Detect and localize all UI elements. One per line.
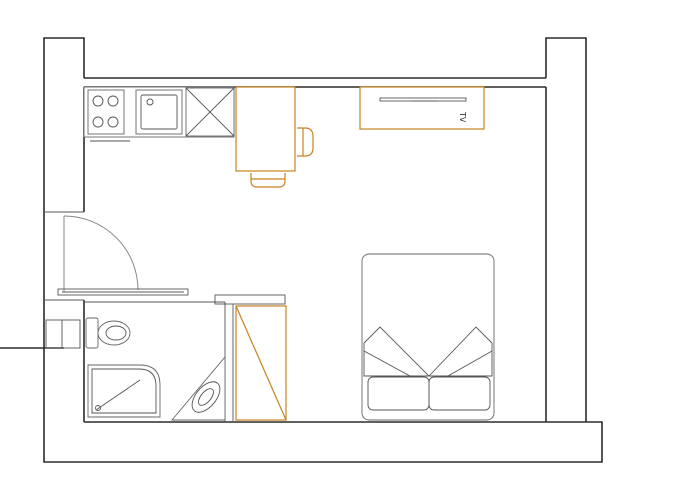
wardrobe-diagonal xyxy=(235,305,287,421)
toilet-cistern xyxy=(85,317,99,349)
chair-bottom xyxy=(250,173,286,188)
utility-box xyxy=(45,319,81,349)
dining-table xyxy=(235,86,296,172)
shower xyxy=(87,364,161,418)
fridge-cross-2 xyxy=(185,87,235,137)
shower-slope xyxy=(95,379,141,411)
double-bed xyxy=(361,253,495,421)
bathroom-sink-counter xyxy=(171,355,226,421)
toilet-seat xyxy=(105,325,127,341)
wardrobe xyxy=(214,294,287,422)
tv-label: TV xyxy=(458,111,467,123)
chair-right xyxy=(297,127,314,157)
bathroom-sink-basin xyxy=(191,381,221,413)
bed-cover-line-left xyxy=(363,350,411,377)
bed-cover-line-right xyxy=(447,350,493,377)
utility-line xyxy=(0,319,81,349)
kitchen-sink-basin xyxy=(140,94,178,130)
bathroom-sink xyxy=(171,355,226,421)
right-wall xyxy=(545,37,587,422)
entrance-door xyxy=(57,215,189,296)
shower-tray-inner xyxy=(91,368,157,414)
shower-drain xyxy=(95,405,101,411)
kitchen-sink-drain xyxy=(146,98,154,106)
bathroom xyxy=(84,301,226,422)
pillow-right xyxy=(428,376,491,411)
kitchen-sink xyxy=(135,89,183,135)
entrance-door-swing xyxy=(63,215,139,291)
wardrobe-top-ledge xyxy=(214,294,286,305)
bed-frame xyxy=(361,253,495,421)
stove xyxy=(87,89,125,135)
bathroom-sink-bowl xyxy=(198,388,214,406)
stove-burner-4 xyxy=(107,116,119,128)
tv-unit: TV xyxy=(359,86,485,130)
entrance-door-frame xyxy=(57,288,189,296)
tv-cabinet xyxy=(359,86,485,130)
toilet-bowl xyxy=(97,320,131,346)
bed-cover-fold-right xyxy=(427,326,493,377)
wardrobe-body xyxy=(235,305,287,421)
kitchenette xyxy=(83,86,235,142)
left-wall xyxy=(43,37,603,463)
stove-burner-3 xyxy=(92,116,104,128)
stove-burner-1 xyxy=(92,95,104,107)
toilet xyxy=(85,317,131,349)
stove-burner-2 xyxy=(107,95,119,107)
dining-area xyxy=(235,86,314,188)
